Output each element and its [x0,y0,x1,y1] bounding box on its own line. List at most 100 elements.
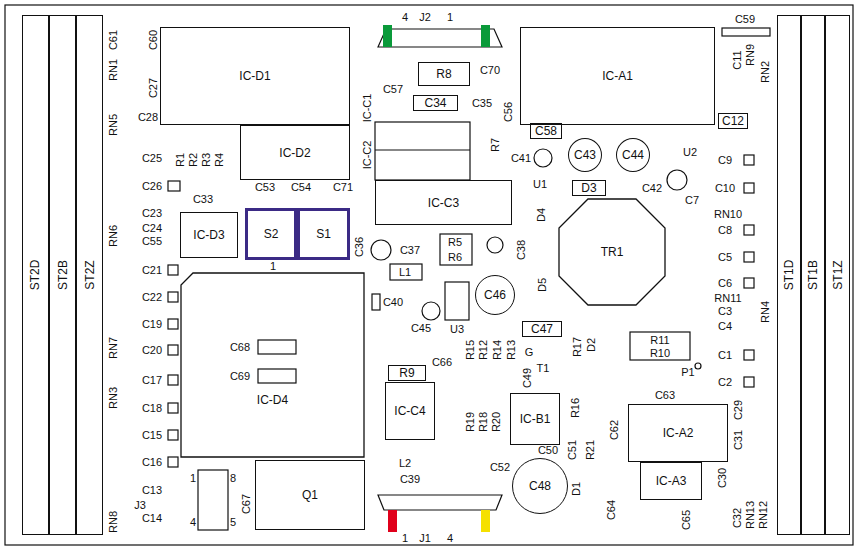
component-outline [258,340,296,354]
part-label: ST2Z [84,260,96,289]
component-outline: ST2B [49,15,76,535]
part-label: C22 [142,292,162,303]
pin-number: 1 [270,261,276,272]
part-label: C13 [142,485,162,496]
part-label: IC-D3 [193,229,224,241]
part-label: S1 [316,228,331,240]
component-outline: D3 [572,180,606,196]
connector-j1 [388,510,397,532]
component-outline [168,319,178,329]
part-label: C24 [142,223,162,234]
component-outline: ST2D [22,15,49,535]
component-outline: IC-D2 [240,125,350,180]
part-label: R13 [506,340,517,360]
component-outline [744,183,754,193]
part-label: C9 [718,155,732,166]
part-label: D3 [581,182,596,194]
component-outline: IC-C3 [375,180,512,225]
part-label: R19 [465,412,476,432]
outline-shape [180,272,365,458]
part-label: C29 [733,400,744,420]
part-label: C65 [681,510,692,530]
component-outline: IC-A3 [640,462,702,500]
pin-number: 8 [230,473,236,484]
component-outline: IC-A2 [628,404,728,462]
part-label: L1 [399,267,411,278]
part-label: C5 [718,252,732,263]
part-label: R7 [490,138,501,152]
part-label: C43 [574,149,596,161]
part-label: C34 [424,97,446,109]
component-outline [744,350,754,360]
connector-j2 [481,25,490,47]
part-label: IC-A2 [663,427,694,439]
part-label: C17 [142,375,162,386]
component-outline [168,28,770,530]
component-outline [630,332,690,360]
part-label: C68 [230,342,250,353]
connector-label: RN13 [745,501,756,529]
pin-number: 4 [402,12,408,23]
component-outline [744,155,754,165]
component-outline [168,345,178,355]
part-label: C21 [142,265,162,276]
component-outline [375,149,470,150]
board-outline [5,5,853,545]
part-label: R14 [492,340,503,360]
component-outline [168,265,178,275]
part-label: R2 [188,153,199,167]
part-label: IC-D2 [279,147,310,159]
component-outline [168,292,178,302]
part-label: C69 [230,371,250,382]
capacitor-circle [667,170,687,190]
outline-shape [559,199,665,305]
component-outline [258,369,296,383]
part-label: C25 [142,153,162,164]
component-outline: Q1 [255,460,365,530]
part-label: C67 [241,494,252,514]
part-label: R11 [650,335,669,346]
component-outline [168,181,180,191]
capacitor-circle: C48 [512,458,568,514]
part-label: C7 [685,195,699,206]
part-label: C40 [383,297,403,308]
component-outline [168,403,178,413]
part-label: R10 [650,348,670,359]
part-label: ST2D [30,260,42,291]
connector-j1 [481,510,490,532]
part-label: C11 [732,50,743,69]
capacitor-circle [695,363,701,369]
part-label: C45 [411,323,431,334]
connector-label: RN10 [714,209,742,220]
part-label: C8 [718,225,732,236]
component-outline: C58 [530,123,562,139]
capacitor-circle [487,237,503,253]
component-outline: TR1 [558,198,666,306]
part-label: IC-A3 [656,475,687,487]
part-label: C31 [733,430,744,450]
component-outline [198,470,228,530]
component-outline [168,430,178,440]
part-label: C44 [622,149,644,161]
part-label: D1 [571,482,582,496]
part-label: T1 [537,363,550,374]
part-label: C60 [148,30,159,50]
capacitor-circle: C44 [616,138,650,172]
part-label: C26 [142,181,162,192]
component-outline: ST1Z [825,15,850,535]
capacitor-circle: C43 [568,138,602,172]
component-outline [445,282,469,320]
part-label: C50 [538,445,558,456]
component-outline [372,294,380,310]
component-outline: ST2Z [76,15,103,535]
part-label: R4 [214,153,225,167]
part-label: C32 [732,508,743,528]
part-label: C42 [642,183,662,194]
part-label: C14 [142,513,162,524]
part-label: C59 [735,14,755,25]
component-outline: ST1D [777,15,801,535]
part-label: C30 [717,468,728,488]
component-outline: C47 [522,321,562,337]
component-outline [744,278,754,288]
